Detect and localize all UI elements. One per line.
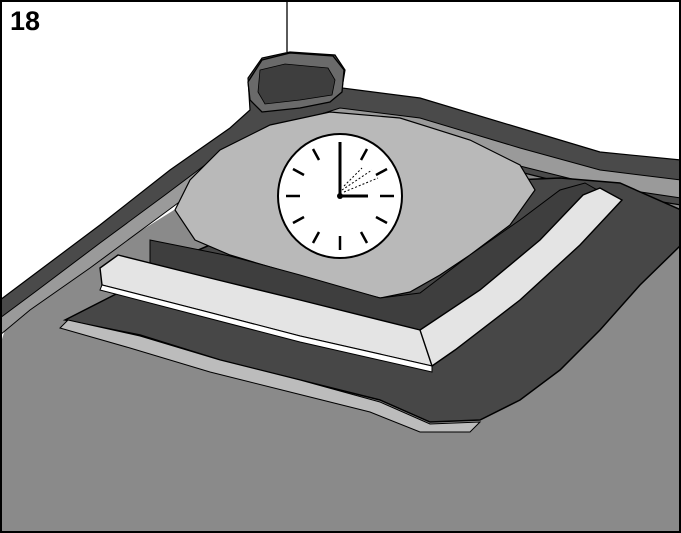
step-number: 18 bbox=[10, 8, 40, 35]
clock-icon bbox=[278, 134, 402, 258]
